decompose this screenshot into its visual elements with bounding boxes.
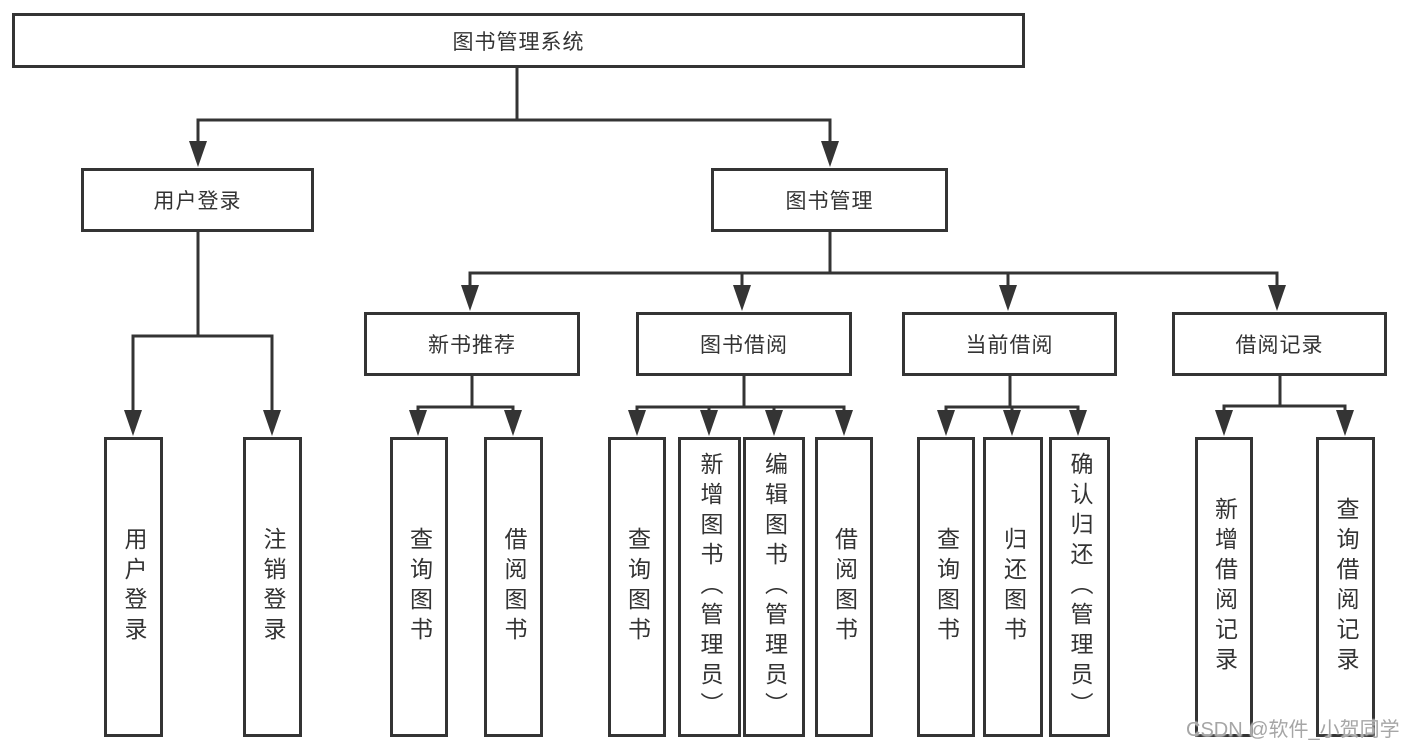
node-label: 借阅图书 (831, 527, 858, 647)
leaf-logout: 注销登录 (243, 437, 302, 737)
node-label: 图书管理系统 (452, 30, 585, 54)
node-book-management: 图书管理 (711, 168, 948, 232)
node-label: 新书推荐 (428, 334, 516, 357)
leaf-user-login: 用户登录 (104, 437, 163, 737)
node-label: 编辑图书（管理员） (761, 452, 788, 722)
node-label: 归还图书 (1000, 527, 1027, 647)
leaf-edit-book-admin: 编辑图书（管理员） (743, 437, 805, 737)
node-label: 查询图书 (933, 527, 960, 647)
node-current-borrow: 当前借阅 (902, 312, 1117, 376)
node-label: 当前借阅 (965, 334, 1054, 357)
node-label: 图书管理 (785, 190, 874, 213)
watermark-text: CSDN @软件_小贺同学 (1186, 719, 1400, 741)
leaf-confirm-return-admin: 确认归还（管理员） (1049, 437, 1110, 737)
node-label: 新增图书（管理员） (697, 452, 723, 722)
leaf-query-books-1: 查询图书 (390, 437, 448, 737)
node-label: 查询图书 (406, 527, 433, 647)
leaf-query-borrow-record: 查询借阅记录 (1316, 437, 1375, 737)
node-book-borrow: 图书借阅 (636, 312, 852, 376)
node-new-book-recommend: 新书推荐 (364, 312, 580, 376)
node-borrow-records: 借阅记录 (1172, 312, 1387, 376)
leaf-borrow-books-1: 借阅图书 (484, 437, 543, 737)
leaf-borrow-books-2: 借阅图书 (815, 437, 873, 737)
node-label: 用户登录 (153, 190, 242, 213)
node-label: 借阅图书 (501, 527, 527, 647)
node-label: 新增借阅记录 (1211, 497, 1238, 677)
node-label: 确认归还（管理员） (1067, 452, 1093, 722)
node-label: 查询借阅记录 (1333, 497, 1359, 677)
node-label: 用户登录 (121, 527, 147, 647)
node-label: 注销登录 (260, 527, 286, 647)
node-label: 查询图书 (624, 527, 651, 647)
leaf-query-books-2: 查询图书 (608, 437, 666, 737)
leaf-query-books-3: 查询图书 (917, 437, 975, 737)
node-label: 图书借阅 (700, 334, 788, 357)
leaf-add-book-admin: 新增图书（管理员） (678, 437, 741, 737)
node-user-login: 用户登录 (81, 168, 314, 232)
leaf-add-borrow-record: 新增借阅记录 (1195, 437, 1253, 737)
node-root: 图书管理系统 (12, 13, 1025, 68)
node-label: 借阅记录 (1235, 334, 1324, 357)
arrowheads (124, 141, 1354, 436)
leaf-return-books: 归还图书 (983, 437, 1043, 737)
